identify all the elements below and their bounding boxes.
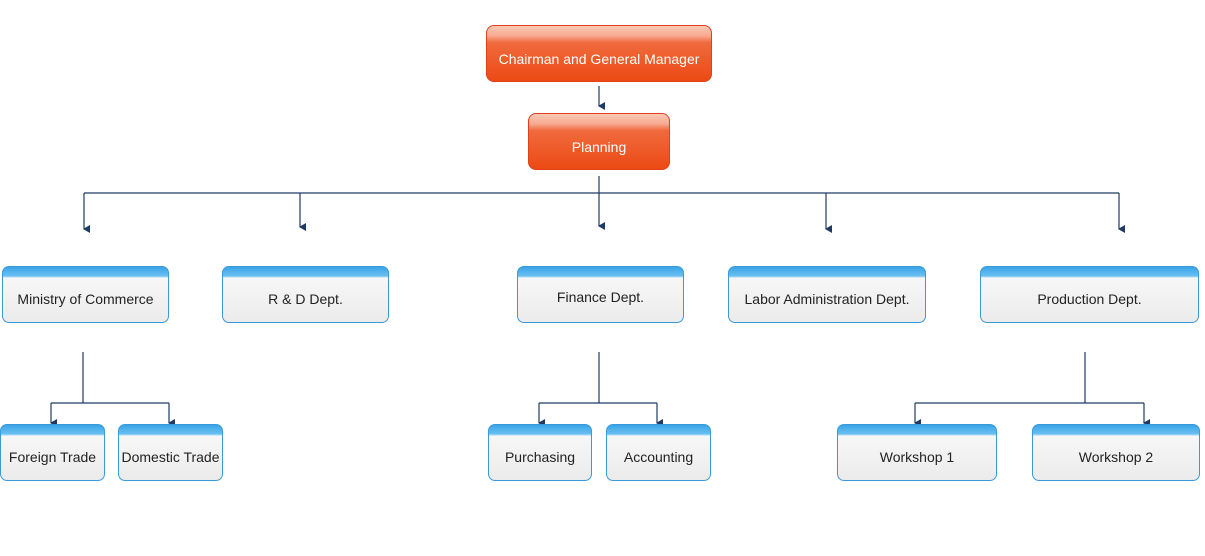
node-ministry-of-commerce-label: Ministry of Commerce: [17, 291, 154, 307]
node-labor-administration-dept-label: Labor Administration Dept.: [744, 291, 910, 307]
node-chairman[interactable]: Chairman and General Manager: [486, 25, 712, 82]
node-foreign-trade[interactable]: Foreign Trade: [0, 424, 105, 481]
node-rnd-dept-label: R & D Dept.: [268, 291, 343, 307]
node-domestic-trade-label: Domestic Trade: [121, 449, 220, 465]
node-chairman-label: Chairman and General Manager: [498, 50, 700, 67]
node-ministry-of-commerce[interactable]: Ministry of Commerce: [2, 266, 169, 323]
node-purchasing[interactable]: Purchasing: [488, 424, 592, 481]
node-workshop-2-label: Workshop 2: [1078, 449, 1154, 465]
node-finance-dept-label: Finance Dept.: [556, 289, 645, 305]
node-accounting-label: Accounting: [623, 449, 694, 465]
node-workshop-2[interactable]: Workshop 2: [1032, 424, 1200, 481]
node-rnd-dept[interactable]: R & D Dept.: [222, 266, 389, 323]
node-accounting[interactable]: Accounting: [606, 424, 711, 481]
node-purchasing-label: Purchasing: [504, 449, 576, 465]
node-domestic-trade[interactable]: Domestic Trade: [118, 424, 223, 481]
node-workshop-1-label: Workshop 1: [879, 449, 955, 465]
node-foreign-trade-label: Foreign Trade: [8, 449, 97, 465]
node-workshop-1[interactable]: Workshop 1: [837, 424, 997, 481]
node-finance-dept[interactable]: Finance Dept.: [517, 266, 684, 323]
node-planning[interactable]: Planning: [528, 113, 670, 170]
node-production-dept[interactable]: Production Dept.: [980, 266, 1199, 323]
node-labor-administration-dept[interactable]: Labor Administration Dept.: [728, 266, 926, 323]
node-planning-label: Planning: [571, 138, 627, 155]
node-production-dept-label: Production Dept.: [1037, 291, 1142, 307]
